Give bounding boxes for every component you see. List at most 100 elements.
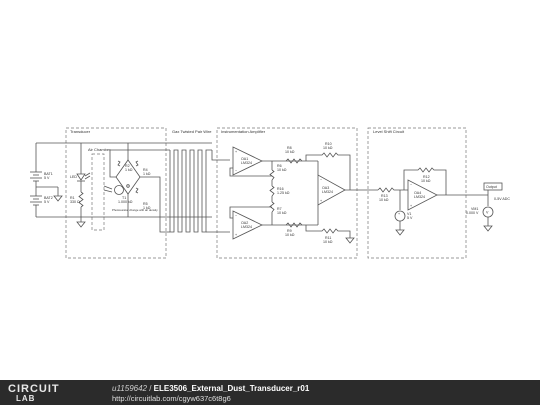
svg-text:V: V (486, 211, 489, 215)
r10-feedback (305, 152, 351, 190)
led-d1: LED (70, 143, 91, 182)
r13-name: R13 (381, 194, 388, 198)
circuitlab-logo[interactable]: CIRCUIT LAB (8, 383, 96, 403)
author-username[interactable]: u1159642 (112, 384, 147, 393)
t1-value: 1.000 kΩ (118, 200, 133, 204)
bat1-name: BAT1 (44, 172, 53, 176)
r4-value: 1 kΩ (143, 172, 151, 176)
output-node: Output 0-5V ADC (483, 182, 510, 201)
level-shift-box (367, 127, 467, 259)
transducer-label: Transducer (70, 129, 91, 134)
svg-text:−: − (410, 183, 412, 187)
r9-name: R9 (287, 229, 292, 233)
oa1-name: OA1 (241, 157, 248, 161)
oa4-name: OA4 (414, 191, 421, 195)
r13-value: 10 kΩ (379, 198, 389, 202)
r11-name: R11 (325, 236, 331, 240)
oa2-name: OA2 (241, 221, 248, 225)
r4-name: R4 (143, 168, 148, 172)
oa1-part: LM324 (241, 161, 252, 165)
led-name: LED (70, 175, 77, 179)
ground-battery-midpoint (36, 186, 63, 202)
output-name: Output (486, 185, 497, 189)
vm1-value: 0.000 V (466, 211, 479, 215)
resistor-r13: R13 10 kΩ (377, 187, 408, 202)
opamp-oa2: − + OA2 LM324 (232, 210, 263, 240)
opamp-oa1: + − OA1 LM324 (232, 146, 263, 176)
oa2-part: LM324 (241, 225, 252, 229)
r10-value: 10 kΩ (323, 146, 333, 150)
title-separator: / (147, 384, 154, 393)
battery-bat2: BAT2 5 V (30, 181, 53, 217)
svg-text:−: − (320, 178, 322, 182)
voltmeter-vm1: V VM1 0.000 V (466, 195, 494, 232)
instrumentation-amp-label: Instrumentation Amplifier (221, 129, 266, 134)
voltage-source-v1: + V1 5 V (394, 190, 413, 236)
twisted-pair-label: Gax Twisted Pair Wire (172, 129, 212, 134)
t1-name: T1 (122, 196, 126, 200)
r16-value: 1.25 kΩ (277, 191, 290, 195)
bat2-value: 5 V (44, 200, 50, 204)
feedback-chain (229, 161, 275, 225)
r1-value: 330 Ω (70, 200, 80, 204)
circuit-schematic: Transducer Air Chamber Gax Twisted Pair … (30, 127, 510, 259)
bridge-right-node-wire (140, 176, 170, 233)
oa3-name: OA3 (322, 186, 329, 190)
resistor-r9: R9 10 kΩ (285, 222, 303, 237)
r8-name: R8 (287, 146, 292, 150)
wheatstone-bridge: R2 1 kΩ R4 1 kΩ R5 1 kΩ T1 1.000 kΩ Phot… (103, 143, 158, 217)
r2-value: 1 kΩ (125, 168, 133, 172)
circuit-name[interactable]: ELE3506_External_Dust_Transducer_r01 (153, 384, 310, 393)
air-chamber-box (91, 153, 105, 231)
svg-text:+: + (235, 233, 237, 237)
r12-name: R12 (423, 175, 430, 179)
air-chamber-label: Air Chamber (88, 147, 111, 152)
opamp-oa3: − + OA3 LM324 (317, 174, 346, 206)
resistor-r8: R8 10 kΩ (285, 146, 303, 164)
r11-ground (305, 225, 355, 244)
r7-name: R7 (277, 207, 282, 211)
r1-name: R1 (70, 196, 75, 200)
r16-name: R16 (277, 187, 284, 191)
svg-text:+: + (235, 150, 237, 154)
oa4-part: LM324 (414, 195, 425, 199)
photoresistor-note: Photoresistor change with air density (112, 208, 158, 212)
r6-value: 10 kΩ (277, 168, 287, 172)
r12-feedback (403, 167, 447, 195)
twisted-pair-wires (169, 149, 230, 233)
vm1-name: VM1 (471, 207, 478, 211)
v1-name: V1 (407, 212, 411, 216)
r2-name: R2 (125, 164, 130, 168)
r6-name: R6 (277, 164, 282, 168)
bat1-value: 5 V (44, 176, 50, 180)
svg-text:−: − (235, 214, 237, 218)
footer-bar: CIRCUIT LAB u1159642 / ELE3506_External_… (0, 380, 540, 405)
logo-text-top: CIRCUIT (8, 383, 60, 395)
svg-text:+: + (320, 199, 322, 203)
level-shift-label: Level Shift Circuit (373, 129, 405, 134)
svg-text:−: − (235, 169, 237, 173)
instrumentation-amp-box (216, 127, 358, 259)
r5-name: R5 (143, 202, 148, 206)
r9-value: 10 kΩ (285, 233, 295, 237)
r11-value: 10 kΩ (323, 240, 333, 244)
r8-value: 10 kΩ (285, 150, 295, 154)
r5-value: 1 kΩ (143, 206, 151, 210)
bat2-name: BAT2 (44, 196, 53, 200)
logo-text-bottom: LAB (16, 394, 36, 403)
r7-value: 10 kΩ (277, 211, 287, 215)
v1-value: 5 V (407, 216, 413, 220)
svg-text:+: + (398, 212, 400, 216)
opamp-oa4: − + OA4 LM324 (407, 179, 438, 211)
svg-text:+: + (410, 204, 412, 208)
r12-value: 10 kΩ (421, 179, 431, 183)
battery-bat1: BAT1 5 V (30, 143, 53, 182)
resistor-r1: R1 330 Ω (70, 181, 86, 228)
oa3-part: LM324 (322, 190, 333, 194)
circuit-url[interactable]: http://circuitlab.com/cgyw637c6t8g6 (112, 394, 231, 403)
r10-name: R10 (325, 142, 332, 146)
output-range: 0-5V ADC (494, 197, 510, 201)
bridge-left-node-wire (109, 149, 170, 178)
circuit-title: u1159642 / ELE3506_External_Dust_Transdu… (112, 384, 309, 393)
transducer-box (65, 127, 167, 259)
